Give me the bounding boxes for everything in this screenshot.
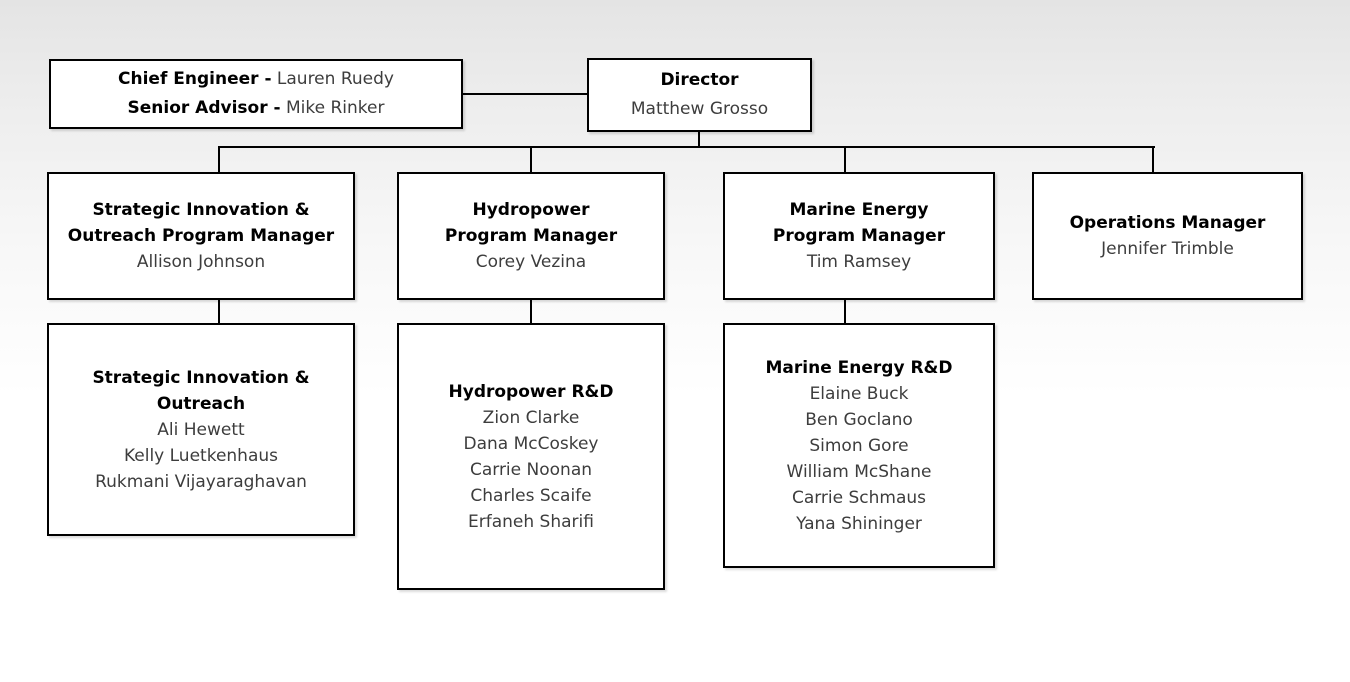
manager-title-line: Program Manager: [444, 226, 618, 246]
manager-title-line: Outreach Program Manager: [67, 226, 335, 246]
advisor-name-2: Mike Rinker: [285, 98, 385, 118]
manager-name: Tim Ramsey: [806, 252, 912, 272]
team-member: Carrie Noonan: [469, 459, 593, 480]
team-member: Dana McCoskey: [463, 433, 599, 454]
advisor-line-1: Chief Engineer - Lauren Ruedy: [118, 65, 394, 94]
manager-title-line: Operations Manager: [1069, 213, 1266, 233]
org-box-manager-hydropower: Hydropower Program Manager Corey Vezina: [397, 172, 665, 300]
org-box-team-strategic: Strategic Innovation & Outreach Ali Hewe…: [47, 323, 355, 536]
team-member: Elaine Buck: [809, 383, 909, 404]
team-member: Kelly Luetkenhaus: [123, 445, 279, 466]
team-member: Erfaneh Sharifi: [468, 511, 594, 532]
director-title: Director: [660, 70, 739, 90]
org-box-manager-marine: Marine Energy Program Manager Tim Ramsey: [723, 172, 995, 300]
connector-manager2-team2: [530, 299, 532, 324]
team-title-line: Hydropower R&D: [448, 381, 614, 402]
advisor-role-1: Chief Engineer -: [118, 69, 272, 89]
advisor-role-2: Senior Advisor -: [127, 98, 281, 118]
team-member: Rukmani Vijayaraghavan: [95, 471, 307, 492]
org-box-team-hydropower: Hydropower R&D Zion Clarke Dana McCoskey…: [397, 323, 665, 590]
team-title-line: Strategic Innovation &: [92, 367, 310, 388]
team-member: Simon Gore: [809, 435, 909, 456]
connector-director-stem: [698, 132, 700, 148]
connector-manager3-team3: [844, 299, 846, 324]
advisor-line-2: Senior Advisor - Mike Rinker: [128, 94, 385, 123]
advisor-name-1: Lauren Ruedy: [276, 69, 394, 89]
manager-name: Jennifer Trimble: [1101, 239, 1234, 259]
manager-title-line: Strategic Innovation &: [92, 200, 310, 220]
team-member: Ali Hewett: [157, 419, 245, 440]
org-box-advisors: Chief Engineer - Lauren Ruedy Senior Adv…: [49, 59, 463, 129]
org-box-manager-operations: Operations Manager Jennifer Trimble: [1032, 172, 1303, 300]
org-box-director: Director Matthew Grosso: [587, 58, 812, 132]
org-box-manager-strategic: Strategic Innovation & Outreach Program …: [47, 172, 355, 300]
connector-drop-manager-2: [530, 146, 532, 172]
connector-drop-manager-3: [844, 146, 846, 172]
manager-title-line: Marine Energy: [789, 200, 929, 220]
team-member: Charles Scaife: [470, 485, 592, 506]
connector-row-horizontal: [218, 146, 1155, 148]
team-title-line: Marine Energy R&D: [765, 357, 953, 378]
connector-drop-manager-4: [1152, 146, 1154, 172]
manager-title-line: Hydropower: [472, 200, 590, 220]
manager-name: Allison Johnson: [136, 252, 266, 272]
connector-advisors-director: [463, 93, 587, 95]
manager-name: Corey Vezina: [475, 252, 587, 272]
director-name: Matthew Grosso: [630, 99, 769, 119]
connector-manager1-team1: [218, 299, 220, 324]
team-member: William McShane: [786, 461, 932, 482]
team-member: Carrie Schmaus: [791, 487, 927, 508]
team-member: Ben Goclano: [805, 409, 913, 430]
team-member: Yana Shininger: [796, 513, 922, 534]
connector-drop-manager-1: [218, 146, 220, 172]
team-title-line: Outreach: [156, 393, 246, 414]
team-member: Zion Clarke: [482, 407, 580, 428]
manager-title-line: Program Manager: [772, 226, 946, 246]
org-box-team-marine: Marine Energy R&D Elaine Buck Ben Goclan…: [723, 323, 995, 568]
